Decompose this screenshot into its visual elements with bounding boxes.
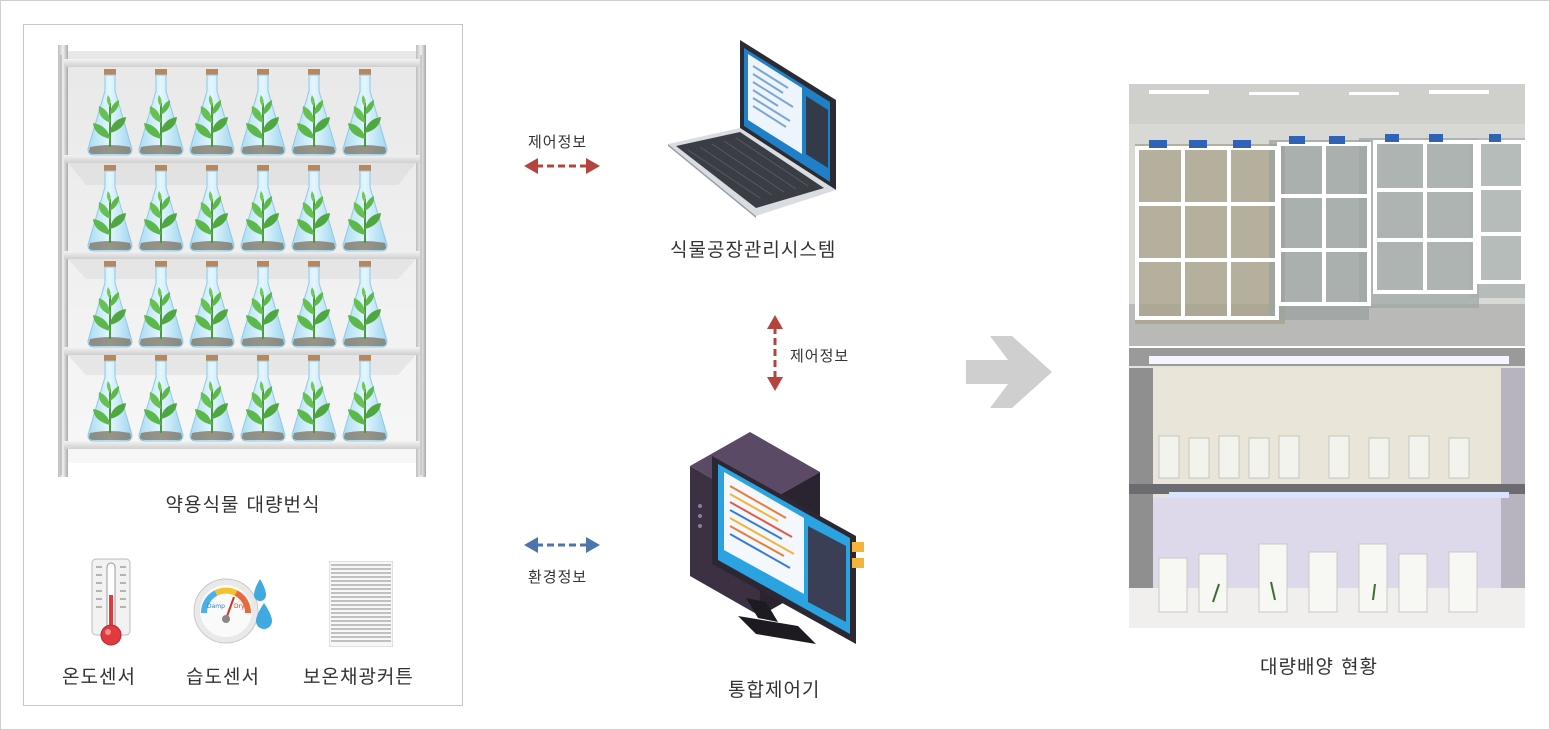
curtain-icon — [329, 561, 393, 647]
control-arrow-horizontal — [524, 158, 600, 174]
left-panel-title: 약용식물 대량번식 — [165, 494, 321, 516]
culture-photo-top — [1129, 84, 1525, 346]
control-arrow-vertical — [767, 315, 783, 391]
laptop-icon — [668, 40, 836, 218]
svg-text:Damp: Damp — [207, 603, 225, 610]
big-arrow-right-icon — [966, 336, 1052, 408]
controller-label: 통합제어기 — [728, 679, 821, 701]
arrow-top-label: 제어정보 — [528, 133, 588, 151]
sensor-label-temperature: 온도센서 — [62, 666, 136, 688]
sensor-label-curtain: 보온채광커튼 — [303, 666, 414, 688]
humidity-gauge-icon: Damp Dry — [193, 578, 272, 644]
svg-text:Dry: Dry — [234, 603, 245, 610]
sensor-label-humidity: 습도센서 — [186, 666, 260, 688]
system-label: 식물공장관리시스템 — [670, 239, 837, 261]
arrow-bottom-label: 환경정보 — [528, 568, 588, 586]
left-panel: 약용식물 대량번식 Damp Dry — [23, 24, 463, 706]
arrow-vertical-label: 제어정보 — [790, 347, 850, 365]
controller-computer-icon — [690, 432, 864, 644]
right-caption: 대량배양 현황 — [1260, 656, 1378, 678]
thermometer-icon — [91, 558, 131, 646]
flask-shelf-illustration — [58, 45, 426, 477]
culture-photo-bottom — [1129, 348, 1525, 628]
environment-arrow-horizontal — [524, 537, 600, 553]
